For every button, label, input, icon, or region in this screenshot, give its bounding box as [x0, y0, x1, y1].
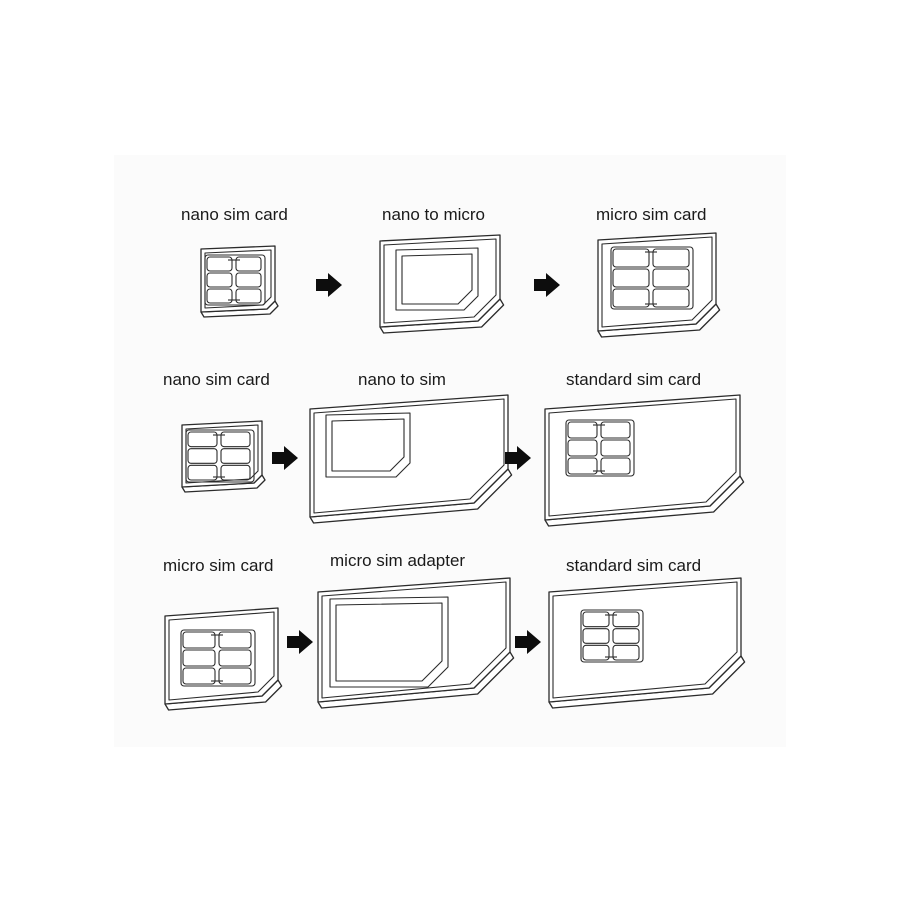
row3-middle-label: micro sim adapter — [330, 551, 465, 570]
card-rim — [552, 581, 738, 699]
micro-sim-card — [597, 232, 721, 338]
arrow-shape — [515, 630, 541, 654]
adapter-window — [325, 412, 411, 478]
chip-contact — [187, 431, 218, 448]
chip-contact — [187, 448, 218, 464]
sim-chip-icon — [580, 609, 644, 663]
chip-contact — [600, 421, 631, 439]
card-face — [181, 420, 263, 488]
chip-contact — [600, 439, 631, 457]
chip-contact — [182, 667, 216, 685]
adapter-window — [395, 247, 479, 311]
row3-right-label: standard sim card — [566, 556, 701, 575]
chip-contact — [567, 457, 598, 475]
card-face — [309, 394, 509, 518]
chip-contact — [600, 457, 631, 475]
arrow-shape — [272, 446, 298, 470]
sim-chip-icon — [180, 629, 256, 687]
arrow-shape — [287, 630, 313, 654]
card-rim — [548, 398, 737, 517]
chip-contact — [652, 248, 690, 268]
chip-contact — [206, 288, 233, 304]
adapter-window-inner — [331, 418, 405, 472]
card-face — [544, 394, 741, 521]
card-face — [597, 232, 717, 332]
chip-contact — [652, 268, 690, 288]
chip-contact — [235, 272, 262, 288]
right-arrow-icon — [505, 446, 531, 470]
chip-contact — [220, 448, 251, 464]
adapter-window-inner — [335, 602, 443, 682]
chip-contact — [612, 611, 640, 628]
right-arrow-icon — [515, 630, 541, 654]
chip-contact — [218, 649, 252, 667]
standard-sim-card — [544, 394, 745, 527]
sim-chip-icon — [204, 254, 266, 306]
chip-contact — [567, 421, 598, 439]
nano-to-sim-adapter — [309, 394, 513, 524]
chip-contact — [218, 667, 252, 685]
row3-left-label: micro sim card — [163, 556, 274, 575]
card-face — [200, 245, 276, 313]
right-arrow-icon — [534, 273, 560, 297]
arrow-shape — [505, 446, 531, 470]
chip-contact — [612, 248, 650, 268]
arrow-shape — [534, 273, 560, 297]
chip-contact — [567, 439, 598, 457]
micro-sim-adapter — [317, 577, 515, 709]
chip-contact — [206, 256, 233, 272]
right-arrow-icon — [272, 446, 298, 470]
chip-contact — [220, 464, 251, 481]
row2-right-label: standard sim card — [566, 370, 701, 389]
chip-contact — [582, 628, 610, 644]
card-face — [317, 577, 511, 703]
sim-chip-icon — [610, 246, 694, 310]
card-rim — [321, 581, 507, 699]
chip-contact — [206, 272, 233, 288]
adapter-window — [329, 596, 449, 688]
arrow-shape — [316, 273, 342, 297]
chip-contact — [235, 288, 262, 304]
right-arrow-icon — [287, 630, 313, 654]
chip-contact — [235, 256, 262, 272]
standard-sim-card — [548, 577, 746, 709]
nano-sim-card — [200, 245, 279, 318]
chip-contact — [612, 628, 640, 644]
chip-contact — [582, 611, 610, 628]
row1-right-label: micro sim card — [596, 205, 707, 224]
chip-contact — [182, 631, 216, 649]
card-rim — [601, 236, 713, 328]
card-rim — [313, 398, 505, 514]
chip-contact — [218, 631, 252, 649]
nano-to-micro-adapter — [379, 234, 505, 334]
row2-middle-label: nano to sim — [358, 370, 446, 389]
chip-contact — [220, 431, 251, 448]
chip-contact — [582, 644, 610, 661]
chip-contact — [612, 268, 650, 288]
chip-contact — [612, 644, 640, 661]
chip-contact — [612, 288, 650, 308]
card-face — [548, 577, 742, 703]
card-rim — [383, 238, 497, 324]
card-rim — [168, 611, 275, 701]
nano-sim-card — [181, 420, 266, 493]
row1-left-label: nano sim card — [181, 205, 288, 224]
micro-sim-card — [164, 607, 283, 711]
right-arrow-icon — [316, 273, 342, 297]
chip-contact — [187, 464, 218, 481]
row1-middle-label: nano to micro — [382, 205, 485, 224]
chip-contact — [652, 288, 690, 308]
chip-contact — [182, 649, 216, 667]
sim-chip-icon — [185, 429, 255, 483]
row2-left-label: nano sim card — [163, 370, 270, 389]
sim-chip-icon — [565, 419, 635, 477]
adapter-window-inner — [401, 253, 473, 305]
